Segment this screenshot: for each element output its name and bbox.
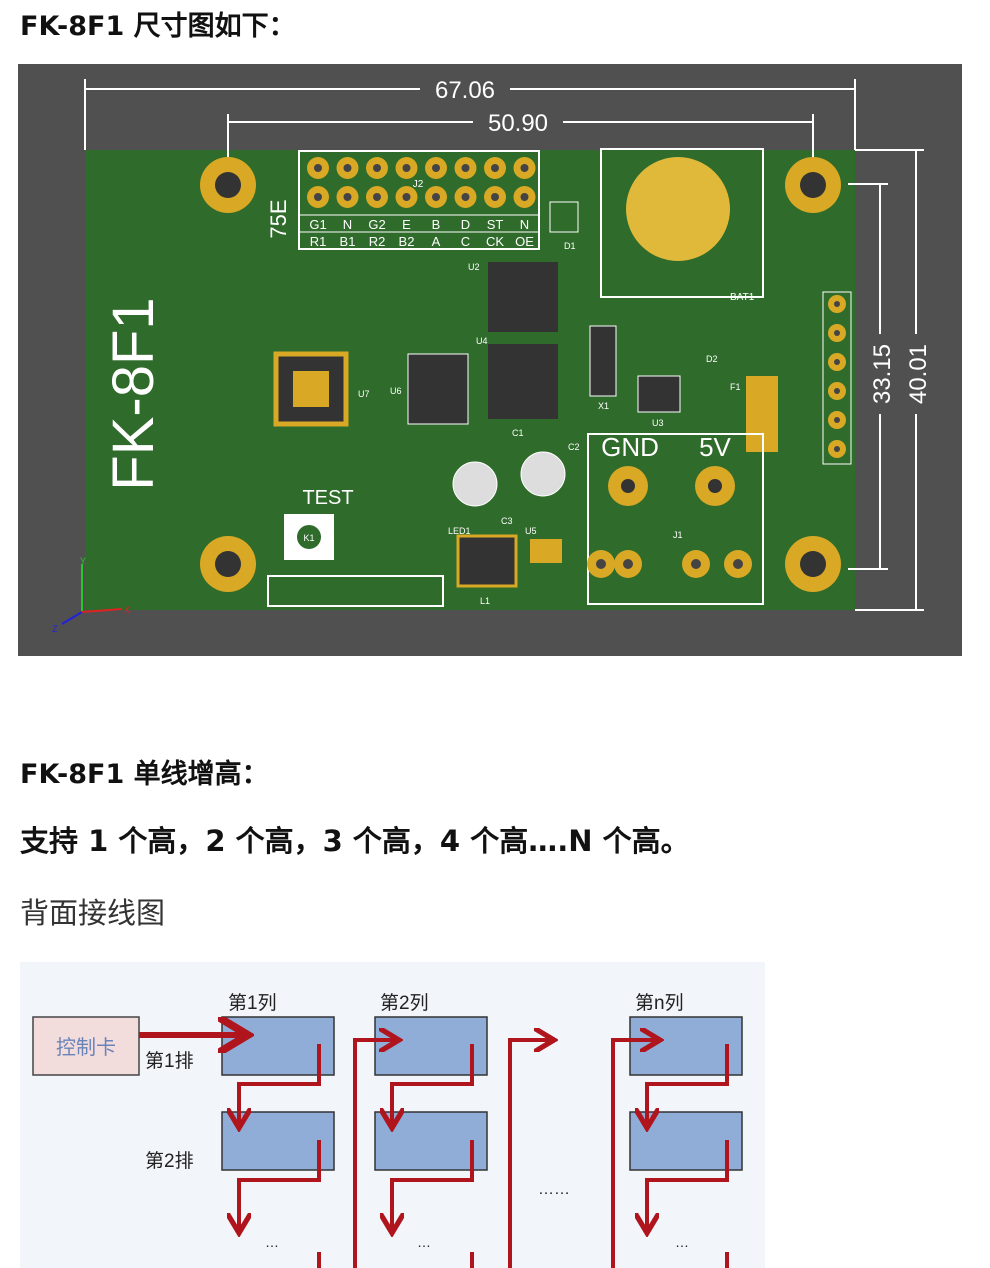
pin-label-top: G1	[309, 217, 326, 232]
svg-text:U6: U6	[390, 386, 402, 396]
pin-label-bottom: C	[461, 234, 470, 249]
pin-label-bottom: B2	[399, 234, 415, 249]
capacitor-c3	[452, 461, 498, 507]
svg-text:…: …	[417, 1234, 431, 1250]
svg-text:Z: Z	[52, 624, 58, 634]
svg-text:C1: C1	[512, 428, 524, 438]
pin-label-bottom: CK	[486, 234, 504, 249]
svg-text:X: X	[124, 605, 130, 615]
svg-text:5V: 5V	[699, 432, 731, 462]
svg-text:U3: U3	[652, 418, 664, 428]
dim-50: 50.90	[488, 110, 548, 137]
svg-text:C3: C3	[501, 516, 513, 526]
svg-text:GND: GND	[601, 432, 659, 462]
pin-label-top: B	[432, 217, 441, 232]
mcu-chip	[273, 351, 349, 427]
svg-text:U7: U7	[358, 389, 370, 399]
pin-label-bottom: OE	[515, 234, 534, 249]
wiring-diagram: 控制卡 第1列 第2列 第n列 第1排 第2排 …… … … …	[20, 962, 765, 1268]
svg-text:U5: U5	[525, 526, 537, 536]
cascade-heading: FK-8F1 单线增高：	[20, 759, 269, 790]
svg-text:F1: F1	[730, 382, 741, 392]
svg-text:J1: J1	[673, 530, 683, 540]
led1-label: LED1	[448, 526, 471, 536]
pin-label-top: N	[520, 217, 529, 232]
test-label: TEST	[302, 487, 353, 509]
inductor-l1	[456, 534, 518, 588]
svg-text:L1: L1	[480, 596, 490, 606]
svg-text:第n列: 第n列	[635, 992, 684, 1014]
svg-text:D1: D1	[564, 241, 576, 251]
support-text: 支持 1 个高，2 个高，3 个高，4 个高….N 个高。	[20, 824, 690, 858]
svg-text:K1: K1	[303, 533, 314, 543]
svg-text:控制卡: 控制卡	[56, 1036, 116, 1059]
capacitor-c2	[520, 451, 566, 497]
pin-label-top: ST	[487, 217, 504, 232]
dim-40: 40.01	[905, 344, 932, 404]
controller-box	[32, 1016, 140, 1076]
battery-label: BAT1	[730, 292, 755, 303]
svg-text:Y: Y	[80, 556, 86, 566]
svg-text:第2列: 第2列	[380, 992, 429, 1014]
svg-text:X1: X1	[598, 401, 609, 411]
pin-label-top: E	[402, 217, 411, 232]
svg-text:…: …	[265, 1234, 279, 1250]
svg-text:……: ……	[538, 1181, 570, 1198]
pin-label-top: D	[461, 217, 470, 232]
pin-label-bottom: R2	[369, 234, 386, 249]
u6-chip	[407, 353, 469, 425]
svg-text:C2: C2	[568, 442, 580, 452]
dim-67: 67.06	[435, 77, 495, 104]
svg-text:D2: D2	[706, 354, 718, 364]
svg-text:U4: U4	[476, 336, 488, 346]
pin-label-bottom: B1	[340, 234, 356, 249]
pin-label-bottom: R1	[310, 234, 327, 249]
svg-text:第2排: 第2排	[145, 1150, 194, 1172]
hub-label: 75E	[266, 199, 291, 238]
dim-33: 33.15	[869, 344, 896, 404]
svg-text:第1列: 第1列	[228, 992, 277, 1014]
pin-label-top: N	[343, 217, 352, 232]
dimensions-heading: FK-8F1 尺寸图如下：	[20, 11, 296, 42]
svg-text:第1排: 第1排	[145, 1050, 194, 1072]
svg-text:U2: U2	[468, 262, 480, 272]
u4-chip	[488, 344, 558, 419]
board-name: FK-8F1	[101, 297, 166, 490]
back-wiring-title: 背面接线图	[20, 896, 166, 930]
pin-label-bottom: A	[432, 234, 441, 249]
power-connector	[587, 433, 764, 605]
connector-label: J2	[413, 179, 424, 190]
u2-chip	[488, 262, 558, 332]
svg-text:…: …	[675, 1234, 689, 1250]
mounting-holes	[200, 157, 841, 592]
battery	[626, 157, 730, 261]
pin-label-top: G2	[368, 217, 385, 232]
